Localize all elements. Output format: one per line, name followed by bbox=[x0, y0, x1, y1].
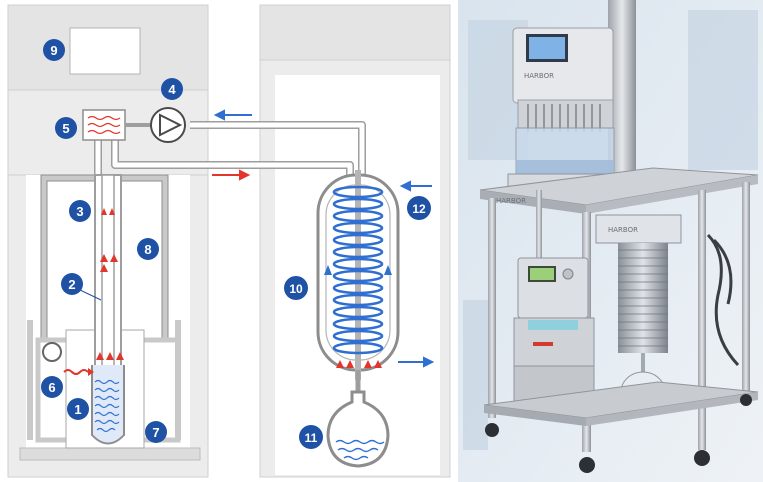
svg-text:4: 4 bbox=[168, 82, 176, 97]
badge-5: 5 bbox=[55, 117, 77, 139]
product-photo: HARBOR HARBOR HARBOR bbox=[458, 0, 763, 482]
badge-4: 4 bbox=[161, 78, 183, 100]
brand-label-mid: HARBOR bbox=[608, 226, 638, 234]
cart-wheels bbox=[485, 394, 752, 473]
svg-text:1: 1 bbox=[74, 402, 81, 417]
brand-label-cart: HARBOR bbox=[496, 197, 526, 205]
svg-text:6: 6 bbox=[48, 380, 55, 395]
top-heating-unit: HARBOR bbox=[507, 27, 621, 193]
control-display bbox=[69, 27, 141, 75]
level-sensor bbox=[42, 342, 94, 376]
svg-text:2: 2 bbox=[68, 277, 75, 292]
badge-11: 11 bbox=[299, 425, 323, 449]
pump bbox=[150, 107, 186, 143]
badge-10: 10 bbox=[284, 276, 308, 300]
heater bbox=[82, 109, 126, 141]
svg-text:10: 10 bbox=[289, 282, 303, 296]
condenser bbox=[316, 170, 400, 392]
badge-2: 2 bbox=[61, 273, 83, 295]
badge-1: 1 bbox=[67, 398, 89, 420]
svg-text:5: 5 bbox=[62, 121, 69, 136]
svg-text:7: 7 bbox=[152, 425, 159, 440]
heated-flow-arrow bbox=[212, 169, 251, 181]
badge-12: 12 bbox=[407, 196, 431, 220]
receiving-flask bbox=[326, 390, 390, 468]
svg-text:8: 8 bbox=[144, 242, 151, 257]
coolant-coil bbox=[332, 185, 384, 355]
svg-text:12: 12 bbox=[412, 202, 426, 216]
badge-6: 6 bbox=[41, 376, 63, 398]
svg-text:11: 11 bbox=[305, 431, 318, 445]
svg-text:9: 9 bbox=[50, 43, 57, 58]
hoses bbox=[706, 233, 740, 367]
cart-table: HARBOR bbox=[479, 167, 759, 214]
vapor-arrows bbox=[96, 208, 124, 360]
lower-shelf bbox=[483, 381, 759, 426]
coolant-return-arrow bbox=[213, 109, 252, 121]
coolant-outlet-arrow bbox=[398, 356, 435, 368]
coolant-inlet-arrow bbox=[399, 180, 432, 192]
badge-3: 3 bbox=[69, 200, 91, 222]
badge-8: 8 bbox=[137, 238, 159, 260]
badge-7: 7 bbox=[145, 421, 167, 443]
sample-vessel bbox=[91, 365, 125, 445]
schematic-diagram: 9 4 5 3 8 2 6 1 7 12 10 11 bbox=[7, 4, 451, 478]
brand-label-top: HARBOR bbox=[524, 72, 554, 80]
svg-text:3: 3 bbox=[76, 204, 83, 219]
circulator-unit bbox=[513, 257, 595, 409]
condenser-flow-arrows bbox=[324, 265, 392, 368]
badge-9: 9 bbox=[43, 39, 65, 61]
external-flow-arrows bbox=[212, 109, 435, 368]
